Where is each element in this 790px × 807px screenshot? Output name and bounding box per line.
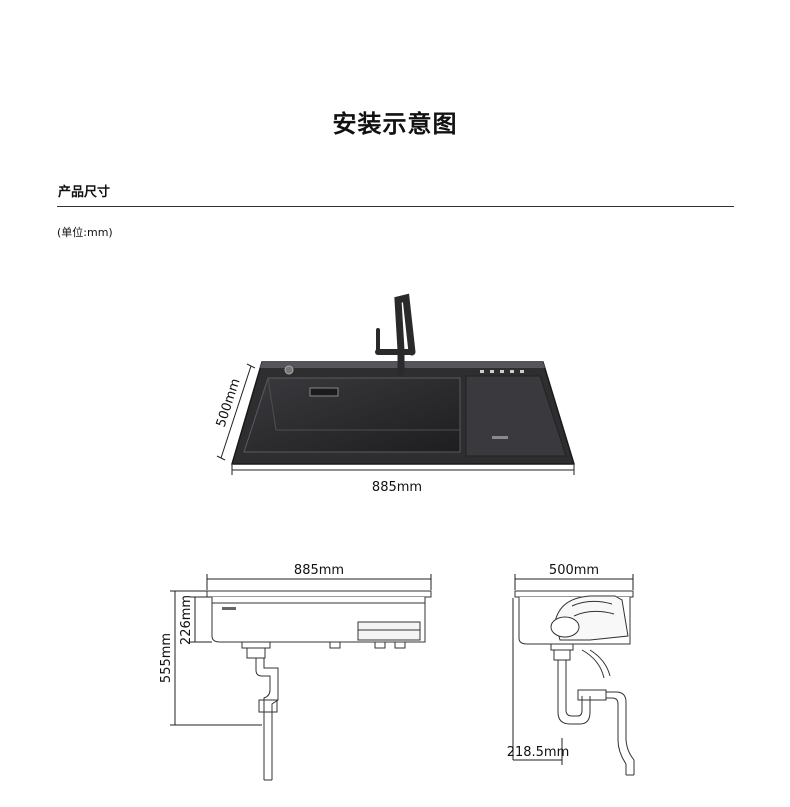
side-view xyxy=(514,590,635,776)
top-view-sink xyxy=(230,361,576,465)
front-view-dimensions xyxy=(170,574,432,726)
side-view-dimensions xyxy=(512,574,634,765)
unit-note: (单位:mm) xyxy=(57,226,113,239)
front-view xyxy=(206,590,432,781)
section-heading: 产品尺寸 xyxy=(58,185,111,200)
top-view-dimensions xyxy=(216,363,575,475)
bowl-depth-label: 226mm xyxy=(179,595,194,645)
top-width-label: 885mm xyxy=(372,480,422,495)
faucet xyxy=(375,293,416,376)
side-depth-label: 500mm xyxy=(549,563,599,578)
front-width-label: 885mm xyxy=(294,563,344,578)
total-height-label: 555mm xyxy=(159,633,174,683)
drain-offset-label: 218.5mm xyxy=(507,745,570,760)
divider xyxy=(57,206,734,207)
page-title: 安装示意图 xyxy=(332,110,458,138)
